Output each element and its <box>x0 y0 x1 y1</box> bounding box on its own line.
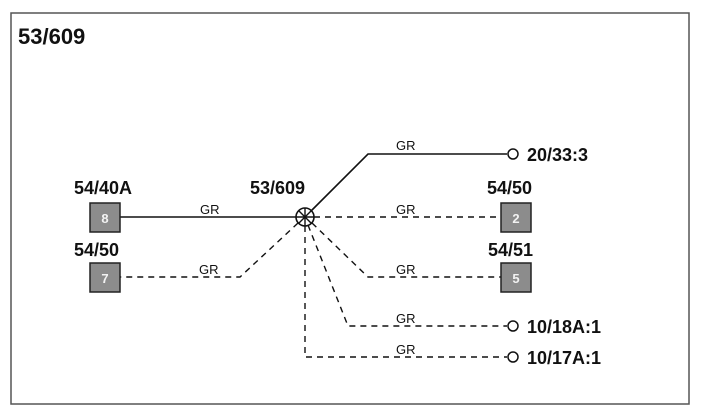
connector-box <box>500 202 532 233</box>
component-label: 54/40A <box>74 178 132 198</box>
pin-number: 2 <box>512 211 519 226</box>
component-label: 54/51 <box>488 240 533 260</box>
wire-to-right-bottom <box>311 222 501 278</box>
pin-number: 8 <box>101 211 108 226</box>
wire-to-t3 <box>304 226 507 358</box>
wires <box>120 153 507 358</box>
wire-label: GR <box>200 202 220 217</box>
wire-label: GR <box>396 202 416 217</box>
wire-label: GR <box>199 262 219 277</box>
terminal-icon <box>507 351 519 363</box>
connector-box <box>500 262 532 293</box>
pin-number: 7 <box>101 271 108 286</box>
wire-label: GR <box>396 311 416 326</box>
splice-icon <box>295 207 315 227</box>
connector-box <box>89 262 121 293</box>
terminal-label: 10/18A:1 <box>527 317 601 337</box>
wire-label: GR <box>396 138 416 153</box>
splice-label: 53/609 <box>250 178 305 198</box>
wire-to-t2 <box>307 224 507 327</box>
pin-number: 5 <box>512 271 519 286</box>
diagram-border <box>10 12 690 405</box>
wire-label: GR <box>396 342 416 357</box>
terminal-label: 10/17A:1 <box>527 348 601 368</box>
wire-to-left-bottom <box>120 222 299 278</box>
terminal-label: 20/33:3 <box>527 145 588 165</box>
connector-box <box>89 202 121 233</box>
component-label: 54/50 <box>74 240 119 260</box>
wire-to-t1 <box>304 153 507 218</box>
terminal-icon <box>507 148 519 160</box>
wire-label: GR <box>396 262 416 277</box>
terminal-icon <box>507 320 519 332</box>
diagram-title: 53/609 <box>18 24 85 49</box>
component-label: 54/50 <box>487 178 532 198</box>
